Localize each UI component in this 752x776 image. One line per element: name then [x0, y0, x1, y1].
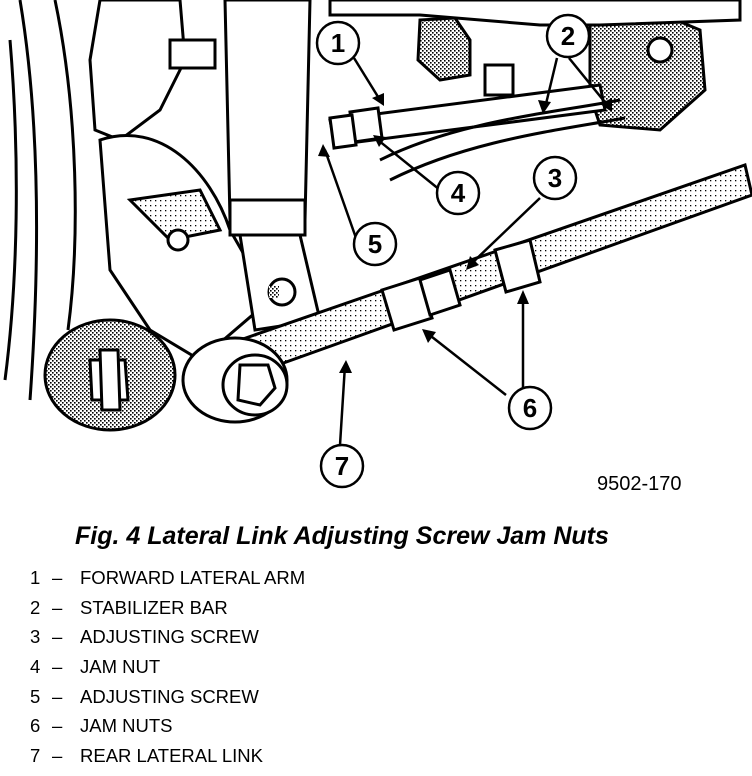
- misc-bolts: [166, 36, 674, 252]
- legend: 1–FORWARD LATERAL ARM 2–STABILIZER BAR 3…: [30, 563, 305, 771]
- link-bushing: [181, 336, 289, 424]
- callout-7: 7: [319, 443, 365, 489]
- callout-6: 6: [507, 385, 553, 431]
- legend-separator: –: [52, 656, 63, 678]
- legend-label: ADJUSTING SCREW: [80, 685, 259, 707]
- forward-lateral-arm: [328, 83, 607, 150]
- leader-lines: [323, 57, 609, 446]
- legend-item: 2–STABILIZER BAR: [30, 593, 305, 623]
- legend-number: 5: [30, 685, 41, 707]
- leader-arrowheads: [318, 93, 612, 373]
- callout-number: 4: [451, 178, 466, 208]
- legend-separator: –: [52, 596, 63, 618]
- figure-caption: Fig. 4 Lateral Link Adjusting Screw Jam …: [75, 522, 609, 550]
- legend-item: 4–JAM NUT: [30, 652, 305, 682]
- legend-separator: –: [52, 685, 63, 707]
- callout-1: 1: [315, 20, 361, 66]
- callout-5: 5: [352, 221, 398, 267]
- legend-item: 3–ADJUSTING SCREW: [30, 622, 305, 652]
- callout-2: 2: [545, 13, 591, 59]
- callout-number: 6: [523, 393, 537, 423]
- stabilizer-bar: [379, 98, 626, 182]
- callout-3: 3: [532, 155, 578, 201]
- shock-absorber: [223, 0, 322, 332]
- legend-label: ADJUSTING SCREW: [80, 626, 259, 648]
- frame-body: [88, 0, 742, 142]
- callout-number: 2: [561, 21, 575, 51]
- legend-number: 7: [30, 745, 41, 767]
- legend-label: STABILIZER BAR: [80, 596, 228, 618]
- legend-separator: –: [52, 715, 63, 737]
- callout-number: 1: [331, 28, 345, 58]
- callout-4: 4: [435, 170, 481, 216]
- mount-bushing: [43, 318, 177, 432]
- legend-item: 5–ADJUSTING SCREW: [30, 682, 305, 712]
- legend-separator: –: [52, 567, 63, 588]
- legend-label: FORWARD LATERAL ARM: [80, 567, 306, 588]
- legend-number: 3: [30, 626, 41, 648]
- rear-lateral-link: [238, 163, 752, 377]
- legend-item: 7–REAR LATERAL LINK: [30, 741, 305, 771]
- suspension-illustration: 1 2 3 4 5 6 7: [3, 0, 752, 489]
- legend-label: JAM NUT: [80, 656, 161, 678]
- legend-number: 6: [30, 715, 41, 737]
- callout-number: 5: [368, 229, 382, 259]
- legend-number: 4: [30, 656, 41, 678]
- callout-number: 7: [335, 451, 349, 481]
- legend-number: 2: [30, 596, 41, 618]
- legend-label: REAR LATERAL LINK: [80, 745, 264, 767]
- callout-number: 3: [548, 163, 562, 193]
- tire-outline: [3, 0, 77, 401]
- drawing-id: 9502-170: [597, 473, 682, 495]
- legend-item: 6–JAM NUTS: [30, 711, 305, 741]
- legend-number: 1: [30, 567, 41, 588]
- legend-item: 1–FORWARD LATERAL ARM: [30, 563, 305, 593]
- legend-label: JAM NUTS: [80, 715, 173, 737]
- legend-separator: –: [52, 626, 63, 648]
- legend-separator: –: [52, 745, 63, 767]
